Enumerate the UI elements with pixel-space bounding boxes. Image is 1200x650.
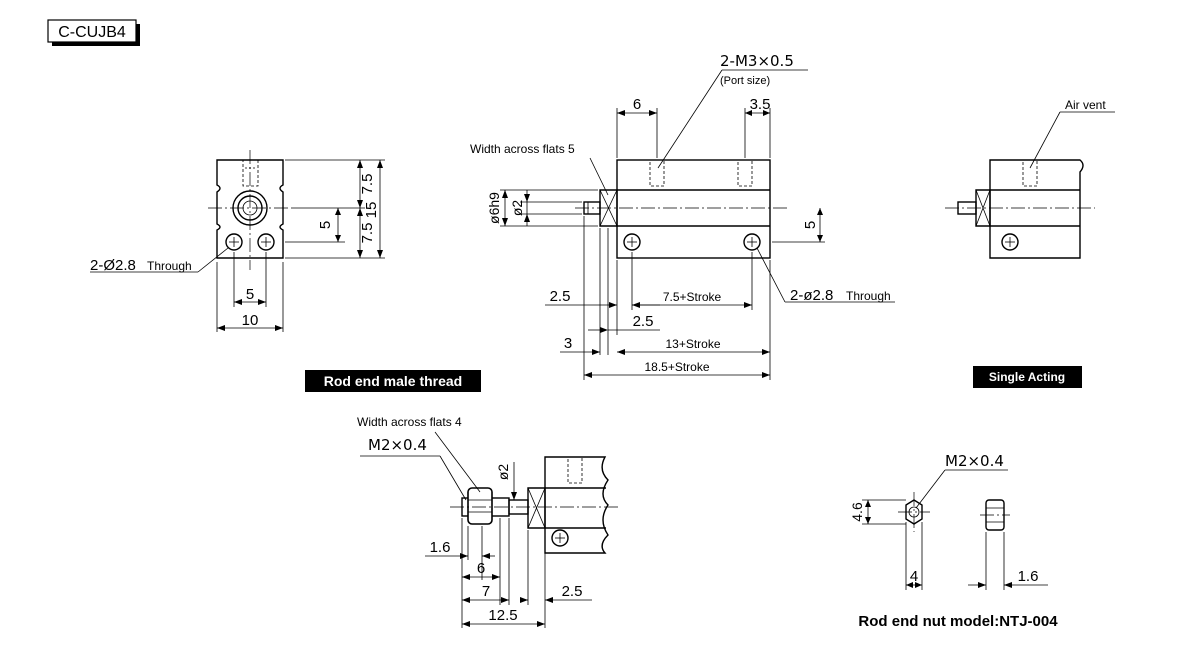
side-view: 2-M3×0.5 (Port size) 6 3.5 Width across … bbox=[470, 52, 895, 380]
thread-dim-2-5: 2.5 bbox=[562, 583, 583, 600]
end-holes-label: 2-Ø2.8 bbox=[90, 257, 136, 274]
end-holes-suffix: Through bbox=[147, 259, 192, 273]
thread-detail-view: Width across flats 4 M2×0.4 ø2 1.6 6 7 bbox=[357, 415, 620, 628]
thread-m2-label: M2×0.4 bbox=[368, 436, 427, 454]
caption-rod-end-nut: Rod end nut model:NTJ-004 bbox=[858, 613, 1058, 630]
air-vent-label: Air vent bbox=[1065, 98, 1106, 112]
side-dim-18-5-stroke: 18.5+Stroke bbox=[644, 360, 709, 374]
model-code: C-CUJB4 bbox=[58, 24, 126, 41]
side-holes-suffix: Through bbox=[846, 289, 891, 303]
end-dim-10: 10 bbox=[242, 312, 259, 329]
nut-m2-label: M2×0.4 bbox=[945, 452, 1004, 470]
side-port-label: 2-M3×0.5 bbox=[720, 52, 794, 70]
thread-flats-label: Width across flats 4 bbox=[357, 415, 462, 429]
side-dim-3: 3 bbox=[564, 335, 572, 352]
side-dim-2-5-a: 2.5 bbox=[550, 288, 571, 305]
nut-dim-4-6: 4.6 bbox=[849, 502, 865, 522]
end-dim-5-right: 5 bbox=[317, 221, 334, 229]
nut-view: M2×0.4 4.6 4 1.6 Rod end nut model:NTJ-0… bbox=[849, 452, 1058, 630]
caption-rod-end-male-thread: Rod end male thread bbox=[305, 370, 481, 392]
caption-single-acting-text: Single Acting bbox=[989, 370, 1065, 384]
end-view: 7.5 7.5 15 5 2-Ø2.8 Through 5 10 bbox=[90, 150, 385, 332]
side-dim-6: 6 bbox=[633, 96, 641, 113]
end-dim-5-bottom: 5 bbox=[246, 286, 254, 303]
side-dia-6h9: ø6h9 bbox=[486, 192, 502, 224]
nut-dim-1-6: 1.6 bbox=[1018, 568, 1039, 585]
single-acting-view: Air vent bbox=[945, 98, 1115, 259]
end-dim-7-5-bottom: 7.5 bbox=[359, 223, 376, 244]
side-flats-label: Width across flats 5 bbox=[470, 142, 575, 156]
end-dim-7-5-top: 7.5 bbox=[359, 174, 376, 195]
side-dim-7-5-stroke: 7.5+Stroke bbox=[663, 290, 722, 304]
side-holes-label: 2-ø2.8 bbox=[790, 287, 833, 304]
nut-dim-4: 4 bbox=[910, 568, 918, 585]
side-dim-13-stroke: 13+Stroke bbox=[665, 337, 720, 351]
thread-dim-12-5: 12.5 bbox=[488, 607, 517, 624]
side-dim-2-5-b: 2.5 bbox=[633, 313, 654, 330]
caption-rod-end-male-thread-text: Rod end male thread bbox=[324, 373, 462, 389]
side-dim-5-right: 5 bbox=[802, 221, 819, 229]
side-port-note: (Port size) bbox=[720, 75, 770, 87]
model-code-box: C-CUJB4 bbox=[47, 19, 140, 46]
end-dim-15: 15 bbox=[363, 202, 380, 219]
thread-dim-6: 6 bbox=[477, 560, 485, 577]
caption-single-acting: Single Acting bbox=[973, 366, 1082, 388]
side-dim-3-5: 3.5 bbox=[750, 96, 771, 113]
side-dia-2: ø2 bbox=[509, 200, 525, 217]
thread-dim-1-6: 1.6 bbox=[430, 539, 451, 556]
thread-dia-2: ø2 bbox=[495, 464, 511, 481]
thread-dim-7: 7 bbox=[482, 583, 490, 600]
